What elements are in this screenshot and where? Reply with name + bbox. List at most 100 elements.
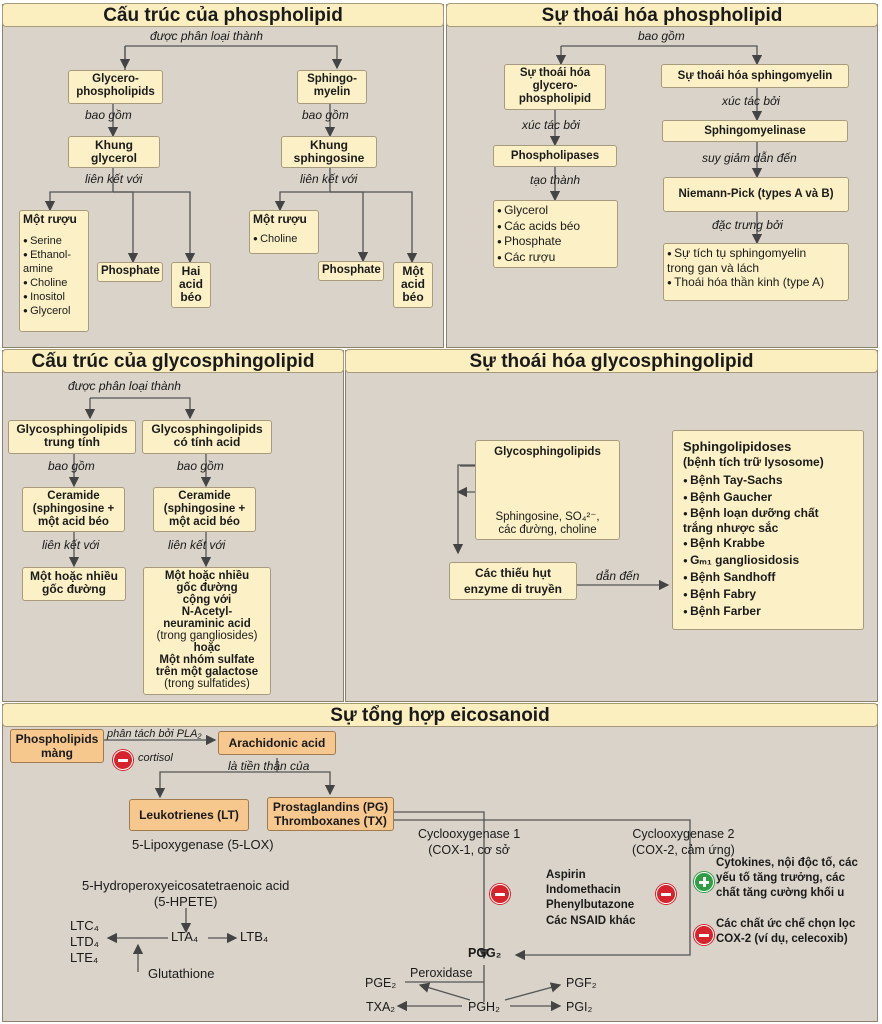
text-line: Một hoặc nhiều [164,570,250,582]
text-line: (trong sulfatides) [164,678,250,690]
list-item: Các acids béo [497,219,614,235]
list-item: Bệnh Sandhoff [683,569,853,586]
list-item: Choline [253,232,315,246]
pgh2-label: PGH₂ [468,1000,500,1014]
label-catalyzed: xúc tác bởi [522,118,580,132]
arachidonic-acid-box: Arachidonic acid [218,731,336,755]
alcohol-title: Một rượu [23,212,77,226]
txa2-label: TXA₂ [366,1000,396,1014]
glycerol-frame-box: Khung glycerol [68,136,160,168]
alcohol-box: Một rượu Serine Ethanol- amine Choline I… [19,210,89,332]
label-characterized: đặc trưng bởi [712,218,783,232]
label-linked: liên kết với [168,538,226,552]
sugars-box: Một hoặc nhiều gốc đường [22,567,126,601]
ceramide-box: Ceramide (sphingosine + một acid béo [153,487,256,532]
label-catalyzed: xúc tác bởi [722,94,780,108]
panel-title: Sự tổng hợp eicosanoid [2,703,878,727]
list-item: Ethanol- amine [23,248,85,276]
lta4-label: LTA₄ [171,929,199,944]
diseases-list: Bệnh Tay-Sachs Bệnh Gaucher Bệnh loạn dư… [683,472,853,620]
list-item: Các rượu [497,250,614,266]
enzyme-deficiency-box: Các thiếu hụt enzyme di truyền [449,562,577,600]
list-item: Glycerol [497,203,614,219]
panel-title: Cấu trúc của glycosphingolipid [2,349,344,373]
panel-title: Sự thoái hóa phospholipid [446,3,878,27]
label-cortisol: cortisol [138,752,173,764]
sphingomyelin-box: Sphingo- myelin [297,70,367,104]
sphingosine-frame-box: Khung sphingosine [281,136,377,168]
ceramide-box: Ceramide (sphingosine + một acid béo [22,487,125,532]
phosphate-box: Phosphate [318,261,384,281]
list-item: Bệnh Fabry [683,586,853,603]
phospholipases-box: Phospholipases [493,145,617,167]
cox2-label: Cyclooxygenase 2 (COX-2, cảm ứng) [632,827,735,857]
panel-title: Sự thoái hóa glycosphingolipid [345,349,878,373]
products-box: Glycerol Các acids béo Phosphate Các rượ… [493,200,618,268]
panel-title: Cấu trúc của phospholipid [2,3,444,27]
alcohol-box: Một rượu Choline [249,210,319,254]
label-linked: liên kết với [85,172,143,186]
list-item: Bệnh Krabbe [683,535,853,552]
label-classified: được phân loại thành [68,379,181,393]
list-item: Serine [23,234,85,248]
gsl-label: Glycosphingolipids [494,446,601,458]
two-fatty-acids-box: Hai acid béo [171,262,211,308]
text-line: trên một galactose [155,666,259,678]
label-classified: được phân loại thành [150,29,263,43]
pgg2-label: PGG₂ [468,946,502,960]
lox-label: 5-Lipoxygenase (5-LOX) [132,837,274,852]
stimulators-label: Cytokines, nội độc tố, các yếu tố tăng t… [716,857,858,899]
alcohol-title: Một rượu [253,212,307,226]
list-item: Sự tích tụ sphingomyelin trong gan và lá… [667,246,845,275]
list-item: Inositol [23,290,85,304]
list-item: Bệnh Gaucher [683,489,853,506]
text-line: neuraminic acid [163,618,251,630]
neutral-gsl-box: Glycosphingolipids trung tính [8,420,136,454]
glycosphingolipids-box: Glycosphingolipids Sphingosine, SO₄²⁻, c… [475,440,620,540]
text-line: (trong gangliosides) [156,630,258,642]
pgf2-label: PGF₂ [566,976,597,990]
one-fatty-acid-box: Một acid béo [393,262,433,308]
label-linked: liên kết với [300,172,358,186]
acidic-gsl-box: Glycosphingolipids có tính acid [142,420,272,454]
list-item: Thoái hóa thần kinh (type A) [667,275,845,290]
label-cleaved: phân tách bởi PLA₂ [107,728,202,740]
text-line: gốc đường [176,582,238,594]
cox2-inhibitors-label: Các chất ức chế chọn lọc COX-2 (ví dụ, c… [716,918,856,945]
nsaids-label: Aspirin Indomethacin Phenylbutazone [546,869,635,911]
list-item: Glycerol [23,304,85,318]
peroxidase-label: Peroxidase [410,966,473,980]
stimulate-icon [694,872,714,892]
acidic-substituents-box: Một hoặc nhiều gốc đường cộng với N-Acet… [143,567,271,695]
cox1-label: Cyclooxygenase 1 (COX-1, cơ sở [418,827,521,857]
label-includes: bao gồm [302,108,349,122]
hpete-label: 5-Hydroperoxyeicosatetraenoic acid (5-HP… [82,878,290,909]
inhibit-icon [656,884,676,904]
ltc-ltd-lte-label: LTC₄ LTD₄ LTE₄ [70,918,99,965]
sphingolipidoses-subtitle: (bệnh tích trữ lysosome) [683,455,824,469]
list-item: Phosphate [497,234,614,250]
label-precursor: là tiền thân của [228,759,310,773]
text-line: N-Acetyl- [181,606,233,618]
features-list: Sự tích tụ sphingomyelin trong gan và lá… [667,246,845,290]
inhibit-icon [490,884,510,904]
ltb4-label: LTB₄ [240,929,269,944]
label-linked: liên kết với [42,538,100,552]
inhibit-icon [113,750,133,770]
sphingolipidoses-box: Sphingolipidoses (bệnh tích trữ lysosome… [672,430,864,630]
text-line: hoặc [193,642,221,654]
leukotrienes-box: Leukotrienes (LT) [129,799,249,831]
sphingomyelin-degradation-box: Sự thoái hóa sphingomyelin [661,64,849,88]
degradation-products: Sphingosine, SO₄²⁻, các đường, choline [495,511,600,536]
sphingomyelinase-box: Sphingomyelinase [662,120,848,142]
label-includes: bao gồm [85,108,132,122]
pge2-label: PGE₂ [365,976,397,990]
alcohol-list: Choline [253,232,315,246]
label-includes: bao gồm [638,29,685,43]
list-item: Bệnh loạn dưỡng chất trắng nhược sắc [683,506,853,535]
phosphate-box: Phosphate [97,262,163,282]
label-includes: bao gồm [48,459,95,473]
prostaglandins-box: Prostaglandins (PG) Thromboxanes (TX) [267,797,394,831]
sphingolipidoses-title: Sphingolipidoses [683,439,792,454]
list-item: Gₘ₁ gangliosidosis [683,552,853,569]
